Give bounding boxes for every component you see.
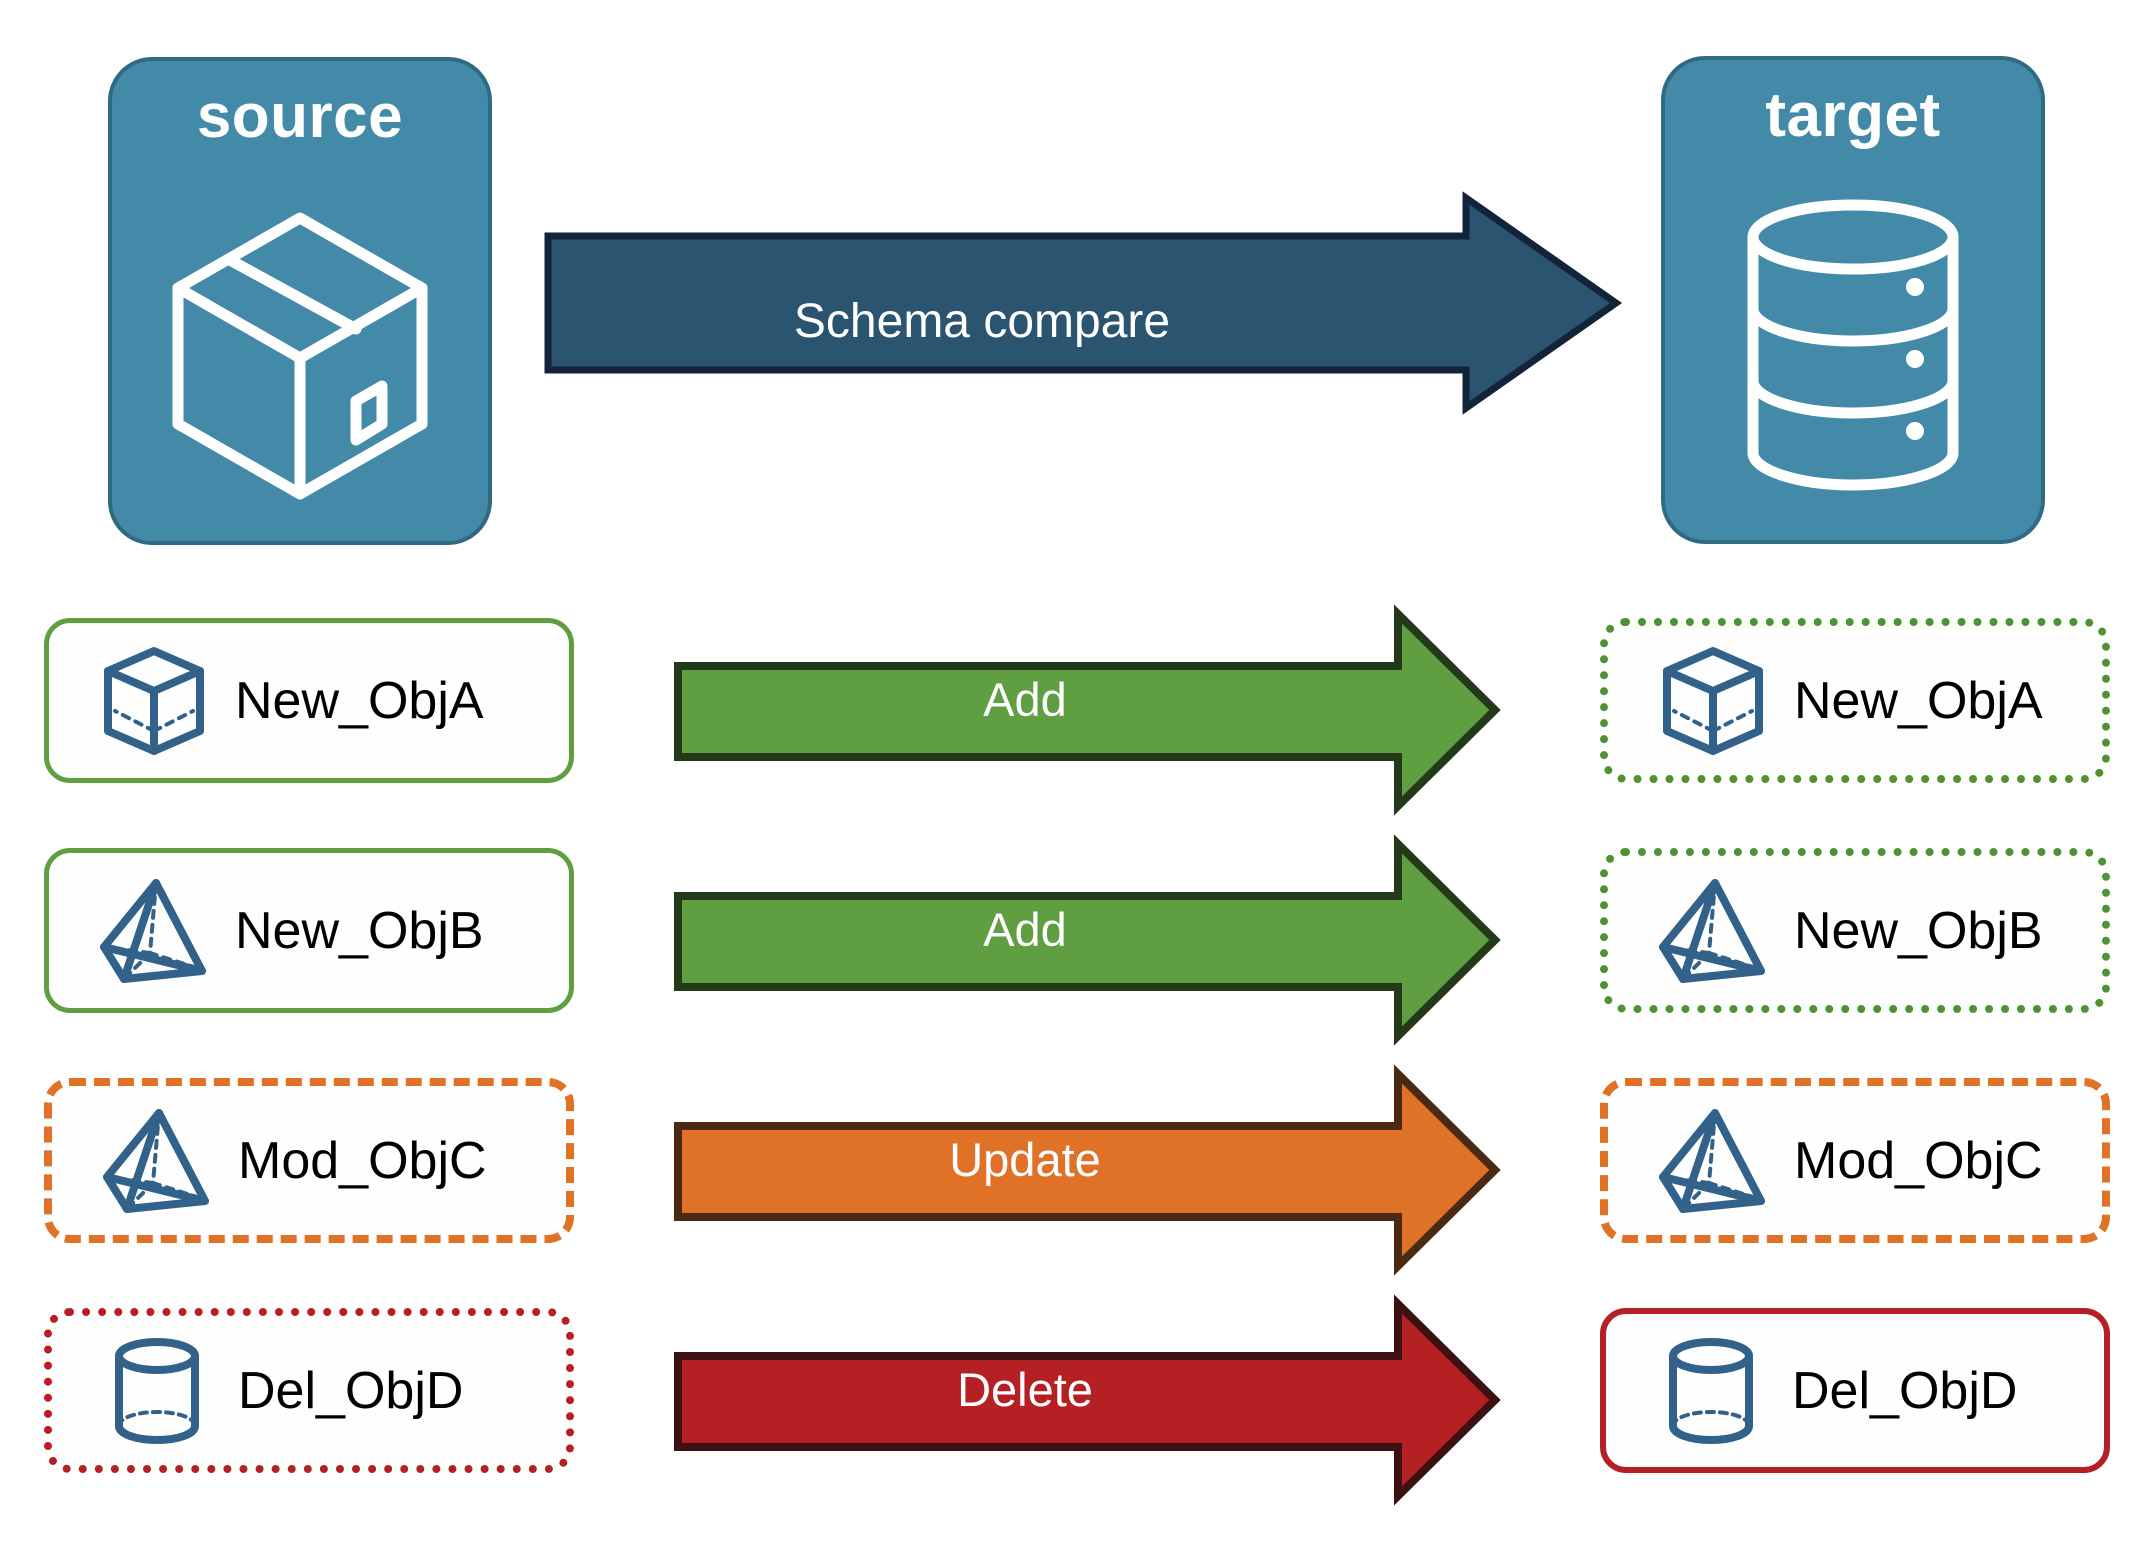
wireframe-cylinder-icon [98,1334,216,1448]
action-arrow-add[interactable]: Add [650,590,1520,830]
compare-row: Mod_ObjC Update [0,1064,2150,1276]
target-object-label: New_ObjA [1794,671,2043,730]
action-arrow-add[interactable]: Add [650,820,1520,1060]
wireframe-pyramid-icon [1654,1105,1772,1217]
target-card[interactable]: target [1661,56,2045,544]
target-object-box[interactable]: Del_ObjD [1600,1308,2110,1473]
package-box-icon [112,151,488,541]
target-object-box[interactable]: Mod_ObjC [1600,1078,2110,1243]
wireframe-pyramid-icon [1654,875,1772,987]
source-object-box[interactable]: New_ObjB [44,848,574,1013]
compare-row: New_ObjA Add New_ [0,604,2150,816]
source-object-label: Del_ObjD [238,1361,464,1420]
source-object-box[interactable]: Del_ObjD [44,1308,574,1473]
target-object-label: New_ObjB [1794,901,2043,960]
wireframe-pyramid-icon [98,1105,216,1217]
source-card[interactable]: source [108,57,492,545]
compare-row: Del_ObjD Delete Del_ObjD [0,1294,2150,1506]
database-cylinder-icon [1665,150,2041,540]
source-object-label: Mod_ObjC [238,1131,487,1190]
action-arrow-update[interactable]: Update [650,1050,1520,1290]
compare-row: New_ObjB Add [0,834,2150,1046]
source-object-label: New_ObjB [235,901,484,960]
source-object-box[interactable]: Mod_ObjC [44,1078,574,1243]
action-arrow-delete[interactable]: Delete [650,1280,1520,1520]
target-object-box[interactable]: New_ObjB [1600,848,2110,1013]
target-object-label: Mod_ObjC [1794,1131,2043,1190]
target-card-title: target [1765,81,1941,150]
source-object-label: New_ObjA [235,671,484,730]
source-object-box[interactable]: New_ObjA [44,618,574,783]
wireframe-cube-icon [95,645,213,757]
target-object-box[interactable]: New_ObjA [1600,618,2110,783]
target-object-label: Del_ObjD [1792,1361,2018,1420]
wireframe-cylinder-icon [1652,1334,1770,1448]
schema-compare-arrow[interactable]: Schema compare [544,191,1623,415]
wireframe-cube-icon [1654,645,1772,757]
wireframe-pyramid-icon [95,875,213,987]
source-card-title: source [196,82,404,151]
